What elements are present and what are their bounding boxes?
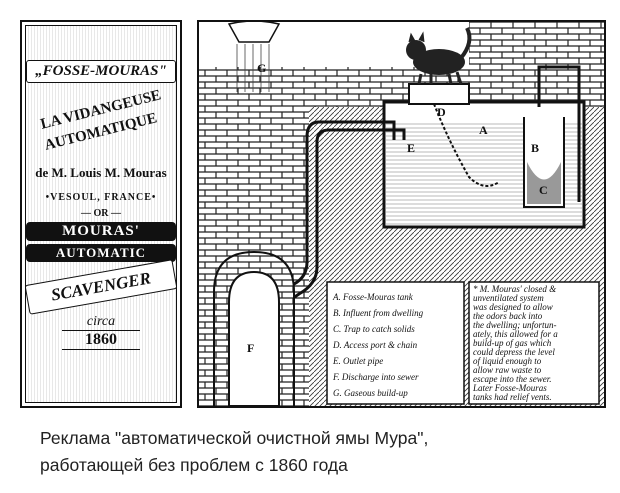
- legend-box: [326, 281, 465, 405]
- maker-name: de M. Louis M. Mouras: [35, 165, 167, 180]
- cesspool-diagram: G A D B C E F A. Fosse-Mo: [197, 20, 606, 408]
- gas-rays: [236, 44, 270, 92]
- note-line: * M. Mouras' closed &: [473, 284, 556, 294]
- gas-vent: [227, 22, 281, 43]
- outlet-pipe: [275, 120, 396, 362]
- note-line: was designed to allow: [473, 302, 553, 312]
- influent-pipe: [537, 65, 581, 202]
- legend-item-a: A. Fosse-Mouras tank: [332, 292, 414, 302]
- note-line: of liquid enough to: [473, 356, 542, 366]
- note-lines: * M. Mouras' closed & unventilated syste…: [472, 284, 558, 402]
- upper-wall: [199, 67, 604, 107]
- label-g: G: [257, 61, 266, 75]
- legend-item-g: G. Gaseous build-up: [333, 388, 408, 398]
- trap-solids: [527, 162, 561, 204]
- cat-figure: [406, 27, 472, 85]
- note-line: the odors back into: [473, 311, 543, 321]
- english-brand: MOURAS': [26, 222, 176, 241]
- label-b: B: [531, 141, 539, 155]
- english-automatic: AUTOMATIC: [26, 244, 176, 262]
- caption-line-1: Реклама "автоматической очистной ямы Мур…: [40, 428, 429, 448]
- legend-item-d: D. Access port & chain: [332, 340, 418, 350]
- label-a: A: [479, 123, 488, 137]
- label-c: C: [539, 183, 548, 197]
- access-chain: [433, 103, 500, 187]
- label-f: F: [247, 341, 254, 355]
- note-line: escape into the sewer.: [473, 374, 551, 384]
- advertisement-border: [25, 25, 177, 403]
- note-line: could depress the level: [473, 347, 555, 357]
- legend-item-c: C. Trap to catch solids: [333, 324, 415, 334]
- brand-title: „FOSSE-MOURAS": [26, 60, 176, 83]
- legend-item-e: E. Outlet pipe: [332, 356, 383, 366]
- legend-item-b: B. Influent from dwelling: [333, 308, 424, 318]
- advertisement-panel: „FOSSE-MOURAS" LA VIDANGEUSE AUTOMATIQUE…: [20, 20, 182, 408]
- note-line: build-up of gas which: [473, 338, 552, 348]
- caption-line-2: работающей без проблем с 1860 года: [40, 455, 348, 475]
- year-label: 1860: [62, 330, 140, 350]
- house-wall: [469, 22, 604, 67]
- access-port: [408, 83, 470, 105]
- note-line: tanks had relief vents.: [473, 392, 552, 402]
- outlet-pipe-inner: [285, 128, 406, 362]
- label-d: D: [437, 105, 446, 119]
- note-line: allow raw waste to: [473, 365, 542, 375]
- note-box: [468, 281, 600, 405]
- label-e: E: [407, 141, 415, 155]
- note-line: unventilated system: [473, 293, 544, 303]
- legend-item-f: F. Discharge into sewer: [332, 372, 419, 382]
- or-separator: — OR —: [81, 208, 121, 219]
- maker-place: •VESOUL, FRANCE•: [45, 192, 157, 203]
- note-line: ately, this allowed for a: [473, 329, 558, 339]
- diagram-svg: G A D B C E F A. Fosse-Mo: [199, 22, 604, 406]
- note-line: Later Fosse-Mouras: [472, 383, 547, 393]
- circa-label: circa: [86, 314, 116, 329]
- note-line: the dwelling; unfortun-: [473, 320, 557, 330]
- sewer-channel: [228, 270, 280, 406]
